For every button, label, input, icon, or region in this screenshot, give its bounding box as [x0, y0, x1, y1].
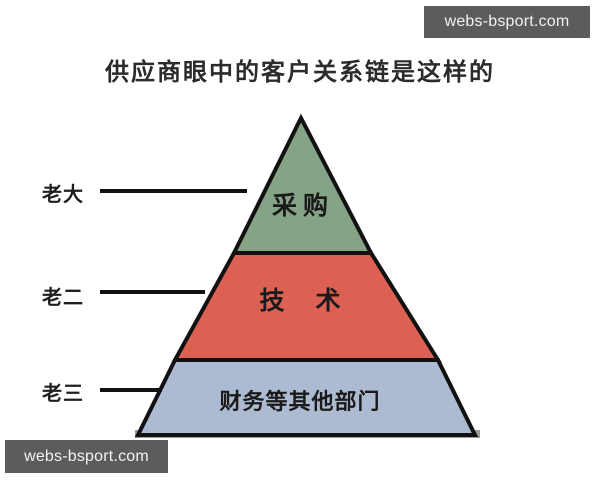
pyramid-tier-middle-label: 技 术 — [259, 287, 353, 315]
page-title: 供应商眼中的客户关系链是这样的 — [105, 59, 495, 86]
watermark-bottom-left: webs-bsport.com — [5, 440, 168, 473]
pyramid-tier-top-label: 采购 — [271, 192, 334, 220]
rank-label-second: 老二 — [42, 287, 84, 309]
rank-label-third: 老三 — [42, 383, 84, 405]
watermark-top-right: webs-bsport.com — [424, 6, 590, 38]
rank-label-first: 老大 — [42, 184, 84, 206]
pyramid-tier-top[interactable] — [230, 113, 375, 255]
pyramid-tier-bottom-label: 财务等其他部门 — [219, 389, 381, 414]
